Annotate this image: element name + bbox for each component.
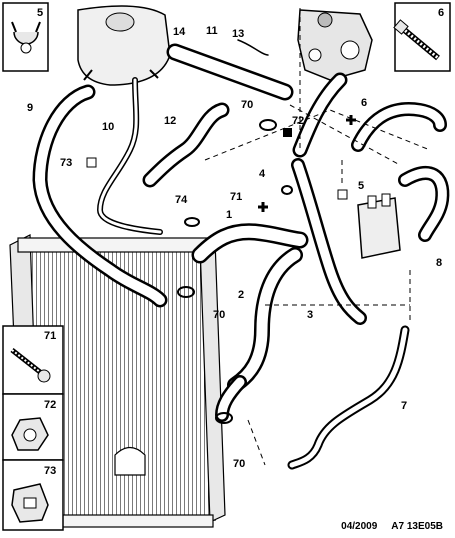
callout-12: 12 <box>164 115 176 127</box>
callout-2: 2 <box>238 289 244 301</box>
radiator <box>9 234 226 529</box>
callout-1: 1 <box>226 209 232 221</box>
svg-text:6: 6 <box>438 7 444 19</box>
footer-ref: A7 13E05B <box>391 521 443 532</box>
svg-text:73: 73 <box>44 465 56 477</box>
callout-11: 11 <box>206 25 218 37</box>
footer-date: 04/2009 <box>341 521 378 532</box>
callout-5: 5 <box>358 180 364 192</box>
heat-exchanger <box>357 193 401 259</box>
callout-6: 6 <box>361 97 367 109</box>
callout-70-mid: 70 <box>213 309 225 321</box>
inset-73: 73 <box>2 459 64 531</box>
svg-text:5: 5 <box>37 7 43 19</box>
callout-71: 71 <box>230 191 242 203</box>
callout-3: 3 <box>307 309 313 321</box>
callout-labels: 14 11 13 72 6 9 70 12 10 73 4 5 71 74 1 … <box>27 25 442 470</box>
callout-10: 10 <box>102 121 114 133</box>
thermostat-housing <box>297 9 373 81</box>
callout-4: 4 <box>259 168 266 180</box>
svg-text:72: 72 <box>44 399 56 411</box>
svg-text:71: 71 <box>44 330 56 342</box>
inset-72: 72 <box>2 393 64 461</box>
inset-6: 6 <box>393 2 451 72</box>
callout-7: 7 <box>401 400 407 412</box>
diagram-reference-footer: 04/2009 A7 13E05B <box>327 521 443 532</box>
inset-71: 71 <box>2 325 64 395</box>
leader-lines <box>204 8 431 466</box>
callout-72: 72 <box>292 115 304 127</box>
inset-5: 5 <box>2 2 49 72</box>
callout-70-bottom: 70 <box>233 458 245 470</box>
callout-74: 74 <box>175 194 188 206</box>
callout-73: 73 <box>60 157 72 169</box>
callout-14: 14 <box>173 26 186 38</box>
expansion-tank <box>77 5 171 86</box>
callout-70-top: 70 <box>241 99 253 111</box>
callout-13: 13 <box>232 28 244 40</box>
hose-clamps <box>177 119 293 424</box>
markers <box>86 115 356 212</box>
hoses <box>32 39 450 470</box>
callout-9: 9 <box>27 102 33 114</box>
callout-8: 8 <box>436 257 442 269</box>
